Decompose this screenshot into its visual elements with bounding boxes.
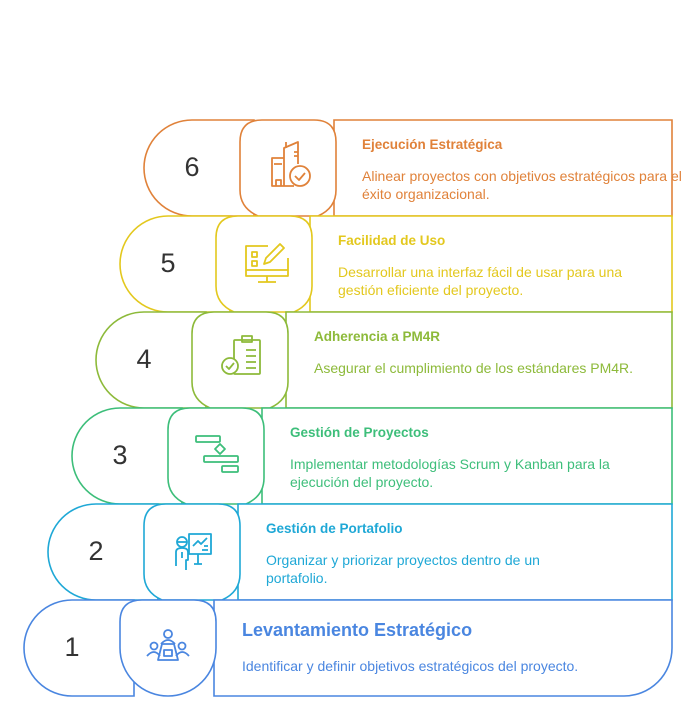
step-number: 5 [160,248,176,278]
step-title: Gestión de Proyectos [290,425,429,440]
number-pill [143,119,255,217]
step-title: Facilidad de Uso [338,233,446,248]
step-description: Identificar y definir objetivos estratég… [242,658,579,674]
gantt-chart-icon [195,435,239,473]
number-pill [95,311,207,409]
step-number: 3 [112,440,128,470]
step-4 [95,311,673,409]
step-number: 4 [136,344,152,374]
icon-lobe [119,599,217,697]
step-title: Gestión de Portafolio [266,521,403,536]
number-pill [23,599,135,697]
meeting-table-icon [146,629,190,661]
number-pill [71,407,183,505]
step-title: Levantamiento Estratégico [242,620,473,640]
building-check-icon [271,141,311,187]
monitor-edit-icon [245,243,289,283]
number-pill [47,503,159,601]
step-title: Ejecución Estratégica [362,137,503,152]
icon-lobe [143,503,241,601]
step-6 [143,119,673,217]
step-description: Organizar y priorizar proyectos dentro d… [266,552,540,586]
icon-lobe [239,119,337,217]
step-description: Implementar metodologías Scrum y Kanban … [290,456,610,490]
number-pill [119,215,231,313]
step-1 [23,599,673,697]
presenter-chart-icon [175,533,212,570]
step-description: Asegurar el cumplimiento de los estándar… [314,360,634,376]
step-2 [47,503,673,601]
step-panel [213,599,673,697]
step-description: Alinear proyectos con objetivos estratég… [362,168,682,202]
step-description: Desarrollar una interfaz fácil de usar p… [338,264,623,298]
step-5 [119,215,673,313]
step-number: 6 [184,152,200,182]
step-number: 1 [64,632,80,662]
step-number: 2 [88,536,104,566]
icon-lobe [191,311,289,409]
clipboard-check-icon [221,335,261,375]
step-title: Adherencia a PM4R [314,329,441,344]
step-3 [71,407,673,505]
